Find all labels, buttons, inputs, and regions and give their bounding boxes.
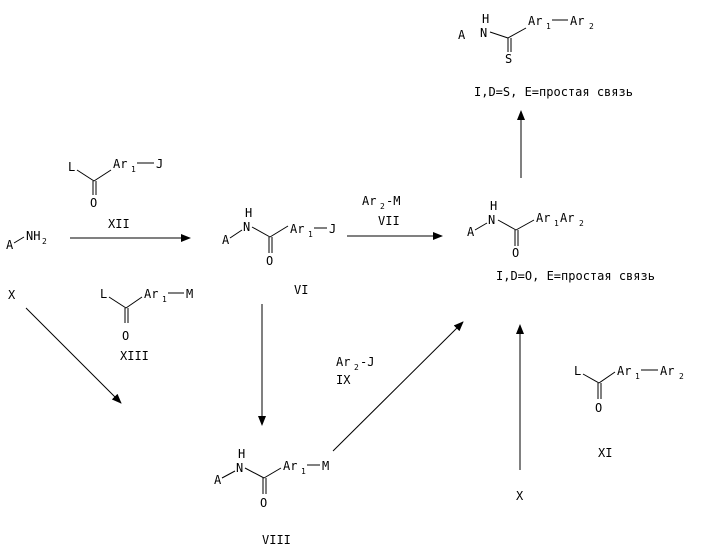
vii-ar: Ar [362, 194, 376, 208]
xiii-l: L [100, 287, 107, 301]
xi-bond-c-ar [599, 372, 615, 383]
amide-bond-c-ar [516, 220, 534, 230]
xii-ar: Ar [113, 157, 127, 171]
xii-ar-sub: 1 [131, 165, 136, 174]
vi-j: J [329, 222, 336, 236]
amide-bond-a-n [475, 223, 487, 230]
ix-j: -J [360, 355, 374, 369]
xii-l: L [68, 160, 75, 174]
xi-ar2: Ar [660, 364, 674, 378]
amide-ar1-sub: 1 [554, 219, 559, 228]
thioamide-caption: I,D=S, E=простая связь [474, 85, 633, 99]
xiii-bond-l-c [109, 297, 126, 308]
amide-ar2-sub: 2 [579, 219, 584, 228]
viii-id: VIII [262, 533, 291, 547]
vi-a: A [222, 233, 230, 247]
viii-bond-n-c [245, 468, 264, 478]
vii-m: -M [386, 194, 400, 208]
ix-ar-sub: 2 [354, 363, 359, 372]
amide-ar1: Ar [536, 211, 550, 225]
viii-o: O [260, 496, 267, 510]
ix-ar: Ar [336, 355, 350, 369]
reactant-x-bottom: X [516, 489, 524, 503]
xi-ar1: Ar [617, 364, 631, 378]
thioamide-ar2: Ar [570, 14, 584, 28]
viii-bond-c-ar [264, 468, 281, 478]
amide-h: H [490, 199, 497, 213]
amine-nh: NH [26, 229, 40, 243]
compound-xi: L O Ar 1 Ar 2 XI [574, 364, 684, 460]
xiii-id: XIII [120, 349, 149, 363]
arrow-x-to-viii [26, 308, 121, 403]
vi-bond-c-ar [270, 226, 288, 237]
vi-o: O [266, 254, 273, 268]
xi-ar2-sub: 2 [679, 372, 684, 381]
amide-n: N [488, 213, 495, 227]
compound-vi: H N A O Ar 1 J VI [222, 206, 336, 297]
thioamide-bond-n-c [490, 32, 508, 38]
xii-id: XII [108, 217, 130, 231]
thioamide-ar2-sub: 2 [589, 22, 594, 31]
viii-bond-a-n [222, 471, 235, 478]
vi-bond-a-n [230, 230, 242, 238]
viii-m: M [322, 459, 329, 473]
vi-ar-sub: 1 [308, 230, 313, 239]
amide-bond-n-c [498, 220, 516, 230]
viii-n: N [236, 461, 243, 475]
viii-a: A [214, 473, 222, 487]
xiii-m: M [186, 287, 193, 301]
thioamide-a: A [458, 28, 466, 42]
viii-ar-sub: 1 [301, 467, 306, 476]
viii-h: H [238, 447, 245, 461]
xii-bond-l-c [77, 170, 94, 181]
ix-id: IX [336, 373, 351, 387]
vii-ar-sub: 2 [380, 202, 385, 211]
thioamide-n: N [480, 26, 487, 40]
reagent-ix: Ar 2 -J IX [336, 355, 374, 387]
compound-xiii: L O Ar 1 M XIII [100, 287, 193, 363]
amine: A NH 2 [6, 229, 47, 252]
reactant-x-left: X [8, 288, 16, 302]
xii-o: O [90, 196, 97, 210]
xi-bond-l-c [583, 374, 599, 383]
xi-ar1-sub: 1 [635, 372, 640, 381]
vi-h: H [245, 206, 252, 220]
amide-ar2: Ar [560, 211, 574, 225]
reagent-vii: Ar 2 -M VII [362, 194, 400, 228]
thioamide-bond-c-ar [508, 28, 526, 38]
vi-bond-n-c [252, 227, 270, 237]
amide-product: H N A O Ar 1 Ar 2 I,D=O, E=простая связь [467, 199, 655, 283]
amine-a: A [6, 238, 14, 252]
amide-a: A [467, 225, 475, 239]
xii-bond-c-ar [94, 170, 111, 181]
amine-nh-sub: 2 [42, 237, 47, 246]
xiii-o: O [122, 329, 129, 343]
xi-l: L [574, 364, 581, 378]
amide-o: O [512, 246, 519, 260]
thioamide-s: S [505, 52, 512, 66]
arrow-viii-to-product [333, 322, 463, 451]
viii-ar: Ar [283, 459, 297, 473]
vii-id: VII [378, 214, 400, 228]
xiii-ar-sub: 1 [162, 295, 167, 304]
amine-bond [14, 237, 24, 243]
thioamide-h: H [482, 12, 489, 26]
xiii-bond-c-ar [126, 297, 142, 308]
thioamide-ar1-sub: 1 [546, 22, 551, 31]
xi-id: XI [598, 446, 612, 460]
xii-j: J [156, 157, 163, 171]
compound-viii: H N A O Ar 1 M VIII [214, 447, 329, 547]
amide-caption: I,D=O, E=простая связь [496, 269, 655, 283]
thioamide-product: H N A S Ar 1 Ar 2 I,D=S, E=простая связь [458, 12, 633, 99]
vi-ar: Ar [290, 222, 304, 236]
thioamide-ar1: Ar [528, 14, 542, 28]
vi-id: VI [294, 283, 308, 297]
compound-xii: L O Ar 1 J XII [68, 157, 163, 231]
vi-n: N [243, 220, 250, 234]
xi-o: O [595, 401, 602, 415]
xiii-ar: Ar [144, 287, 158, 301]
